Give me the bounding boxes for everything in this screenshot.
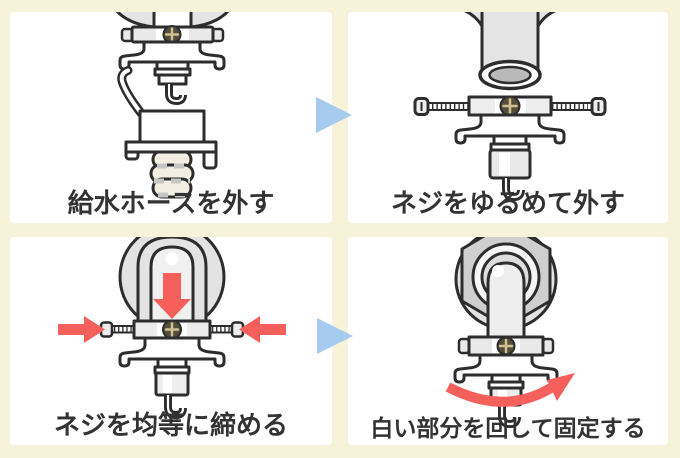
joint-skirt (118, 336, 226, 368)
clamp-band (457, 335, 555, 357)
flow-arrow-right-icon (317, 318, 353, 354)
flow-arrow-right-icon (316, 97, 352, 133)
pipe-mouth-opening (488, 65, 532, 85)
clamp-band (132, 319, 212, 340)
hose-dashes (154, 163, 190, 198)
joint-nozzle (488, 134, 532, 180)
highlight-dot (492, 265, 504, 277)
nozzle-hook-tube (165, 84, 187, 106)
illustration-tighten-evenly (58, 237, 286, 420)
red-inward-arrows (58, 316, 286, 343)
joint-skirt (454, 113, 566, 145)
joint-nozzle (153, 357, 191, 397)
red-rotate-arrow (445, 373, 575, 407)
illustration-rotate-to-fix (445, 237, 575, 429)
connector-plate (124, 140, 218, 154)
hose-clamp-band (120, 25, 225, 44)
connector-body (138, 109, 206, 144)
faucet-pipe (464, 12, 556, 91)
faucet-end (115, 12, 230, 29)
red-down-arrow (153, 273, 191, 319)
step-2-panel: ネジをゆるめて外す (348, 12, 668, 223)
illustration-loosen-screws (413, 12, 607, 202)
step-4-caption: 白い部分を回して固定する (370, 414, 646, 441)
clamp-band (467, 95, 553, 117)
step-3-panel: ネジを均等に締める (10, 237, 332, 445)
joint-skirt (118, 40, 226, 71)
hose-connector (117, 66, 218, 199)
nozzle-hook-tube (498, 405, 521, 429)
step-2-caption: ネジをゆるめて外す (390, 187, 625, 218)
illustration-remove-hose (115, 12, 230, 199)
wall-faucet (454, 237, 558, 339)
nozzle-hook-tube (502, 178, 525, 202)
highlight-dot (165, 252, 179, 266)
joint-skirt (453, 353, 559, 384)
step-1-caption: 給水ホースを外す (67, 187, 275, 218)
step-3-caption: ネジを均等に締める (53, 409, 288, 440)
loose-screws (413, 97, 607, 116)
step-1-panel: 給水ホースを外す (10, 12, 332, 223)
step-4-panel: 白い部分を回して固定する (348, 237, 668, 445)
joint-nozzle (153, 60, 192, 86)
nozzle-hook-tube (164, 395, 187, 420)
